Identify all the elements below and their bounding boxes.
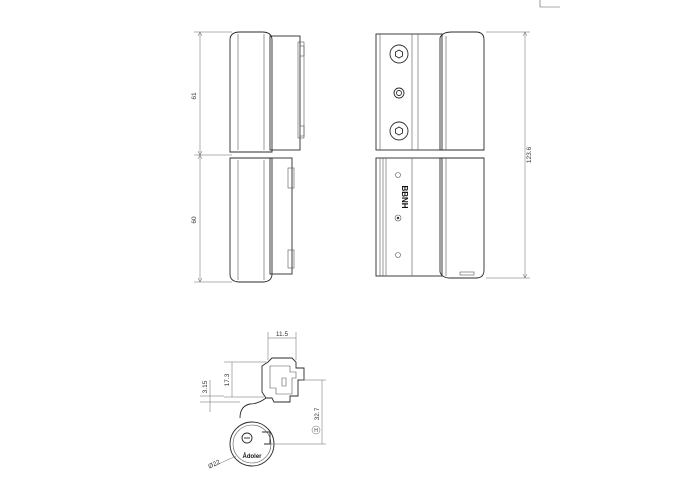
upper-plate — [375, 33, 443, 151]
dim-label-diameter: Ø22 — [207, 459, 221, 471]
dim-label-upper: 61 — [191, 92, 198, 100]
dim-label-lower: 60 — [191, 216, 198, 224]
hole-middle-icon — [394, 214, 402, 222]
front-view: 61 60 — [191, 31, 305, 283]
hex-socket-top-icon — [395, 49, 403, 59]
profile-inner — [269, 365, 297, 395]
adjust-screw — [393, 87, 405, 99]
dim-label-height: 17.3 — [224, 373, 231, 386]
dim-label-depth: 32.7 — [314, 407, 321, 420]
dim-label-width: 11.5 — [276, 331, 289, 338]
hole-upper-icon — [395, 172, 401, 178]
lower-leaf-bump-top — [287, 167, 295, 189]
side-upper-barrel — [439, 31, 485, 151]
circled-mark-icon — [311, 425, 321, 435]
barrel-latch — [262, 431, 271, 445]
dim-arrows-side — [522, 31, 528, 279]
barrel-slot — [459, 271, 475, 276]
side-view: BBNH 123.6 — [375, 31, 533, 279]
profile-slot — [281, 377, 287, 387]
logo-text: Ådoler — [242, 453, 262, 460]
brand-text: BBNH — [400, 185, 409, 208]
hex-socket-bottom-icon — [395, 126, 403, 136]
frame-corner-mark — [539, 0, 560, 8]
circled-mark-text: H — [314, 428, 318, 434]
upper-leaf-edge — [297, 41, 305, 139]
countersunk-screw-top — [389, 44, 409, 64]
upper-leaf-plate — [269, 35, 301, 151]
upper-barrel — [229, 31, 273, 153]
side-lower-barrel — [439, 157, 485, 279]
dim-label-total: 123.6 — [526, 146, 533, 163]
countersunk-screw-bottom — [389, 121, 409, 141]
lower-leaf-plate — [269, 157, 293, 275]
profile-body — [261, 357, 305, 403]
connecting-arm — [239, 397, 267, 419]
dim-label-offset: 3.15 — [202, 380, 209, 393]
lower-leaf-bump-bottom — [287, 249, 295, 269]
top-view: Ådoler 11.5 17.3 3.15 32.7 H Ø22 — [200, 331, 326, 470]
hole-middle-dot — [396, 216, 400, 220]
barrel-pin-icon — [241, 432, 253, 444]
upper-leaf-tab-bottom — [299, 125, 305, 137]
leader-diameter — [213, 455, 237, 467]
upper-leaf-tab-top — [299, 45, 305, 57]
dim-arrows-front — [197, 31, 203, 283]
adjust-screw-center — [396, 90, 402, 96]
hole-lower-icon — [395, 252, 401, 258]
lower-barrel — [229, 157, 273, 283]
lower-plate — [375, 157, 443, 277]
